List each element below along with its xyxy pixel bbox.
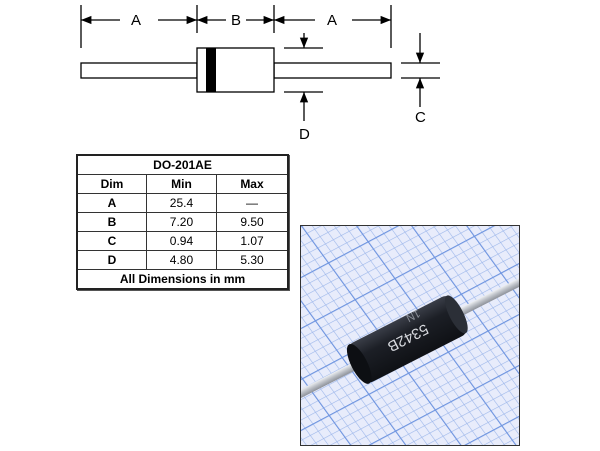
lead-left: [80, 62, 198, 79]
lead-right: [273, 62, 392, 79]
cell-min: 25.4: [145, 193, 217, 213]
table-footer: All Dimensions in mm: [76, 269, 289, 290]
cell-min: 4.80: [145, 250, 217, 270]
dim-label-d: D: [299, 126, 310, 143]
table-header-row: Dim Min Max: [76, 174, 289, 194]
graph-paper-background: 5342B 1N: [301, 226, 519, 445]
photo-marking-prefix: 1N: [404, 307, 422, 324]
header-min: Min: [145, 174, 217, 194]
cell-max: 9.50: [215, 212, 289, 232]
table-row: A 25.4 —: [76, 193, 289, 213]
table-title: DO-201AE: [76, 154, 289, 175]
photo-diode-body: [347, 296, 467, 383]
cell-dim: D: [76, 250, 147, 270]
cell-max: 5.30: [215, 250, 289, 270]
cell-min: 7.20: [145, 212, 217, 232]
package-outline-drawing: [80, 5, 440, 121]
table-row: C 0.94 1.07: [76, 231, 289, 251]
table-row: D 4.80 5.30: [76, 250, 289, 270]
table-row: B 7.20 9.50: [76, 212, 289, 232]
dim-label-a-left: A: [131, 12, 142, 29]
header-max: Max: [215, 174, 289, 194]
diode-photo: 5342B 1N: [300, 225, 520, 446]
cell-dim: B: [76, 212, 147, 232]
dimensions-table: DO-201AE Dim Min Max A 25.4 — B 7.20 9.5…: [76, 154, 289, 290]
cell-max: —: [215, 193, 289, 213]
dim-label-b: B: [231, 12, 242, 29]
cathode-band: [206, 48, 216, 92]
dim-label-a-right: A: [327, 12, 338, 29]
cell-min: 0.94: [145, 231, 217, 251]
dim-label-c: C: [415, 109, 426, 126]
cell-max: 1.07: [215, 231, 289, 251]
header-dim: Dim: [76, 174, 147, 194]
cell-dim: A: [76, 193, 147, 213]
cell-dim: C: [76, 231, 147, 251]
